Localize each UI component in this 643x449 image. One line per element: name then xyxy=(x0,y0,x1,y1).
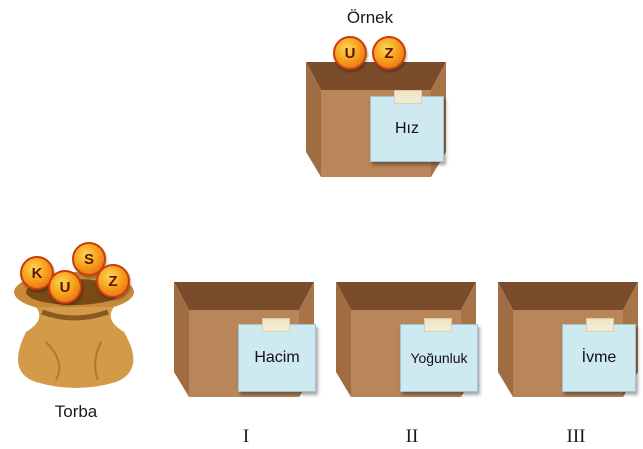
box-3-label: III xyxy=(566,426,586,447)
box-1-note: Hacim xyxy=(238,324,316,392)
box-2-tape xyxy=(424,318,452,332)
box-3-tape xyxy=(586,318,614,332)
box-1-tape xyxy=(262,318,290,332)
box-2-note: Yoğunluk xyxy=(400,324,478,392)
example-note: Hız xyxy=(370,96,444,162)
bag-ball-z: Z xyxy=(96,264,130,298)
example-tape xyxy=(394,90,422,104)
bag-ball-s: S xyxy=(72,242,106,276)
bag-caption: Torba xyxy=(54,402,98,421)
box-1-label: I xyxy=(242,426,250,447)
example-ball-z: Z xyxy=(372,36,406,70)
example-ball-u: U xyxy=(333,36,367,70)
bag-ball-u: U xyxy=(48,270,82,304)
box-3-note: İvme xyxy=(562,324,636,392)
box-2-label: II xyxy=(405,426,419,447)
example-caption: Örnek xyxy=(346,8,394,27)
